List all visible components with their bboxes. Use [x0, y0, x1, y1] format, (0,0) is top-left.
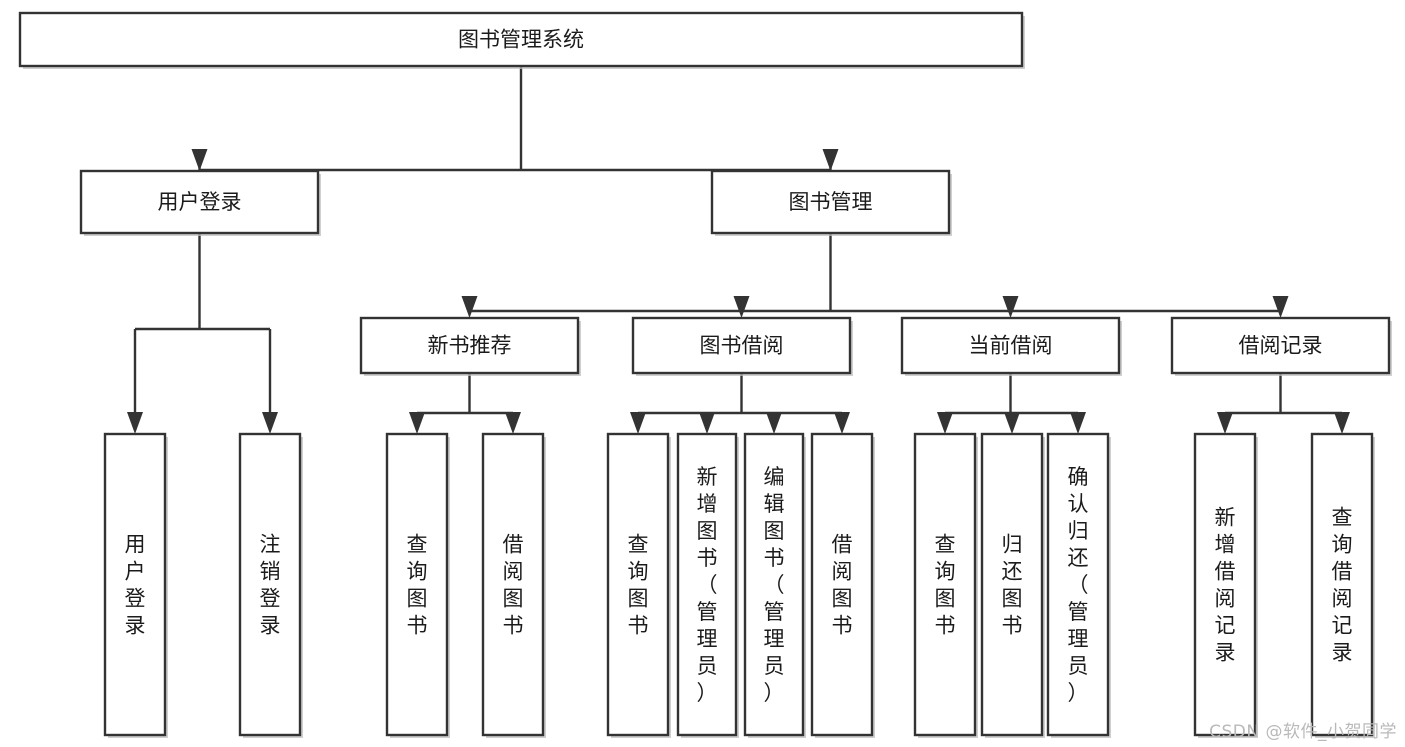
node-leaf-edit-book[interactable]: 编辑图书（管理员） — [743, 432, 806, 738]
node-label: 图书借阅 — [700, 334, 784, 358]
node-leaf-user-login[interactable]: 用户登录 — [103, 432, 168, 738]
node-label: 注销登录 — [260, 533, 281, 638]
node-leaf-query-book-borrow[interactable]: 查询图书 — [606, 432, 671, 738]
node-book-manage[interactable]: 图书管理 — [710, 169, 952, 236]
node-label: 用户登录 — [125, 533, 146, 638]
node-label: 新增图书（管理员） — [697, 465, 718, 705]
node-label: 当前借阅 — [969, 334, 1053, 358]
node-new-book-rec[interactable]: 新书推荐 — [359, 316, 581, 376]
node-label: 查询图书 — [628, 533, 649, 638]
node-leaf-borrow-book-rec[interactable]: 借阅图书 — [481, 432, 546, 738]
node-leaf-add-record[interactable]: 新增借阅记录 — [1193, 432, 1258, 738]
node-leaf-logout[interactable]: 注销登录 — [238, 432, 303, 738]
node-leaf-add-book[interactable]: 新增图书（管理员） — [676, 432, 739, 738]
node-label: 确认归还（管理员） — [1068, 465, 1089, 705]
node-label: 编辑图书（管理员） — [764, 465, 785, 705]
node-leaf-return-book[interactable]: 归还图书 — [980, 432, 1045, 738]
node-label: 借阅图书 — [503, 533, 524, 638]
node-leaf-borrow-book[interactable]: 借阅图书 — [810, 432, 875, 738]
node-borrow-record[interactable]: 借阅记录 — [1170, 316, 1392, 376]
node-label: 新增借阅记录 — [1215, 506, 1236, 665]
node-root[interactable]: 图书管理系统 — [18, 11, 1025, 69]
node-label: 图书管理 — [789, 190, 873, 214]
node-leaf-query-record[interactable]: 查询借阅记录 — [1310, 432, 1375, 738]
node-current-borrow[interactable]: 当前借阅 — [900, 316, 1122, 376]
node-leaf-query-book-rec[interactable]: 查询图书 — [385, 432, 450, 738]
watermark-label: CSDN @软件_小贺同学 — [1209, 722, 1397, 742]
node-label: 新书推荐 — [428, 334, 512, 358]
node-label: 查询图书 — [935, 533, 956, 638]
node-leaf-query-book-cur[interactable]: 查询图书 — [913, 432, 978, 738]
node-label: 借阅图书 — [832, 533, 853, 638]
node-label: 查询借阅记录 — [1332, 506, 1353, 665]
node-leaf-confirm-return[interactable]: 确认归还（管理员） — [1046, 432, 1111, 738]
node-label: 图书管理系统 — [458, 28, 584, 52]
node-label: 用户登录 — [158, 190, 242, 214]
node-book-borrow[interactable]: 图书借阅 — [631, 316, 853, 376]
node-label: 归还图书 — [1002, 533, 1023, 638]
node-label: 查询图书 — [407, 533, 428, 638]
node-user-login[interactable]: 用户登录 — [79, 169, 321, 236]
node-label: 借阅记录 — [1239, 334, 1323, 358]
